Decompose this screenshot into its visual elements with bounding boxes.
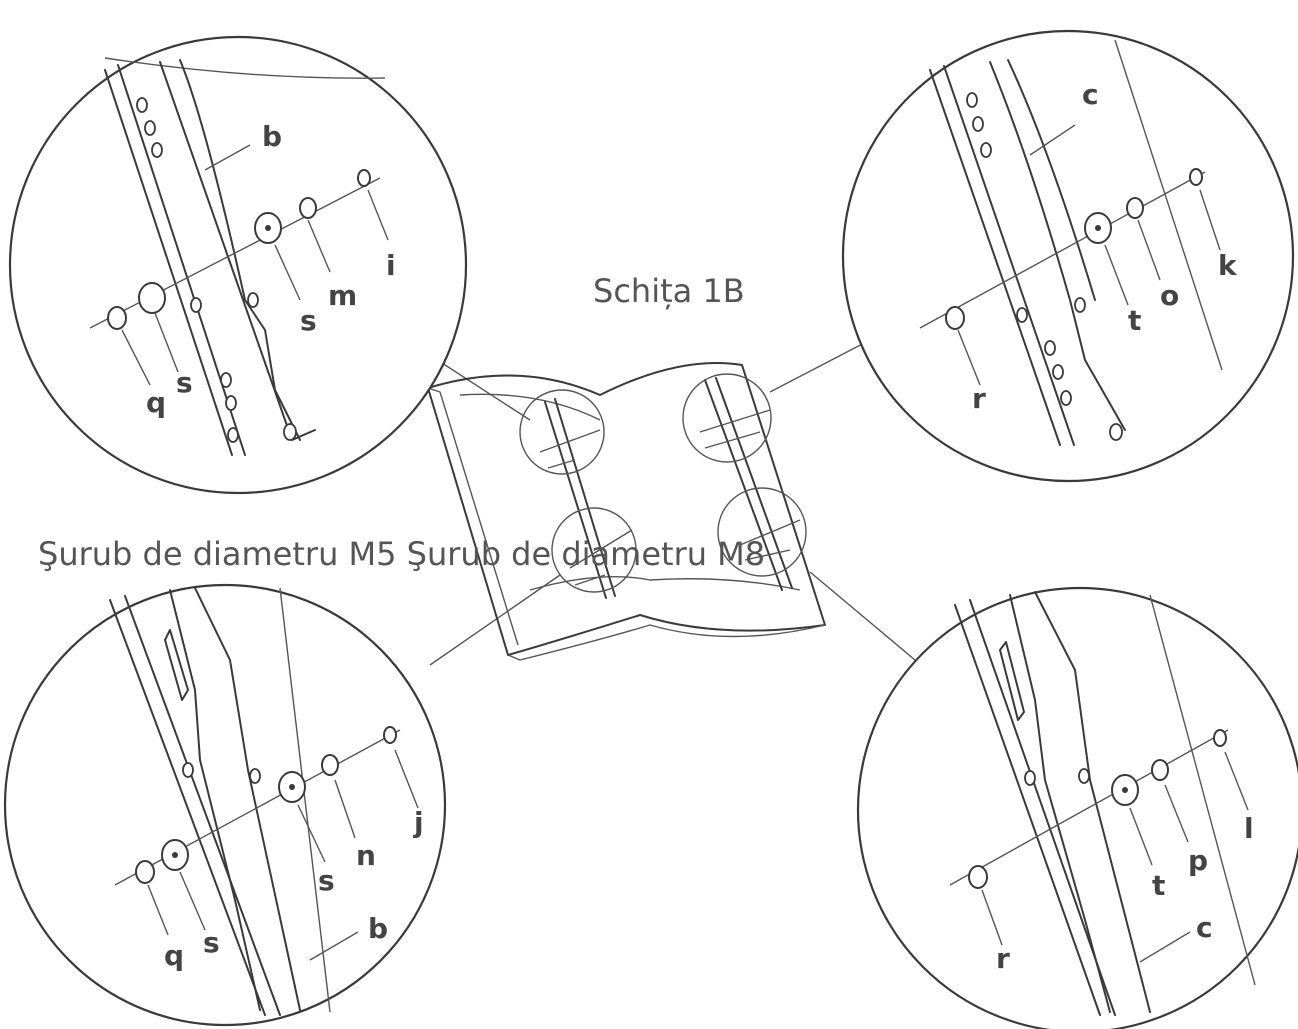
label-o: o (1160, 279, 1179, 312)
label-q: q (146, 386, 166, 419)
diagram-title: Schița 1B (593, 272, 745, 310)
label-j: j (413, 806, 424, 839)
label-n: n (356, 839, 376, 872)
label-r: r (996, 942, 1010, 975)
label-p: p (1188, 844, 1208, 877)
label-l: l (1244, 812, 1254, 845)
detail-top-right: c t o k r (841, 29, 1295, 483)
label-s: s (300, 304, 317, 337)
detail-bottom-left: s n j q s b (3, 583, 447, 1027)
label-t: t (1152, 869, 1165, 902)
connector-lines (424, 339, 916, 666)
label-c: c (1196, 911, 1213, 944)
label-i: i (386, 249, 396, 282)
screw-caption: Şurub de diametru M5 Şurub de diametru M… (38, 535, 765, 573)
label-s: s (203, 926, 220, 959)
detail-bottom-right: t p l r c (856, 586, 1298, 1029)
label-s: s (176, 366, 193, 399)
label-m: m (328, 279, 357, 312)
label-b: b (368, 912, 388, 945)
detail-top-left: b s m i q s (8, 35, 468, 495)
label-t: t (1128, 304, 1141, 337)
label-b: b (262, 120, 282, 153)
tv-back-panel (427, 362, 826, 661)
label-c: c (1082, 78, 1099, 111)
label-q: q (164, 939, 184, 972)
label-r: r (972, 382, 986, 415)
label-k: k (1218, 249, 1238, 282)
label-s: s (318, 864, 335, 897)
